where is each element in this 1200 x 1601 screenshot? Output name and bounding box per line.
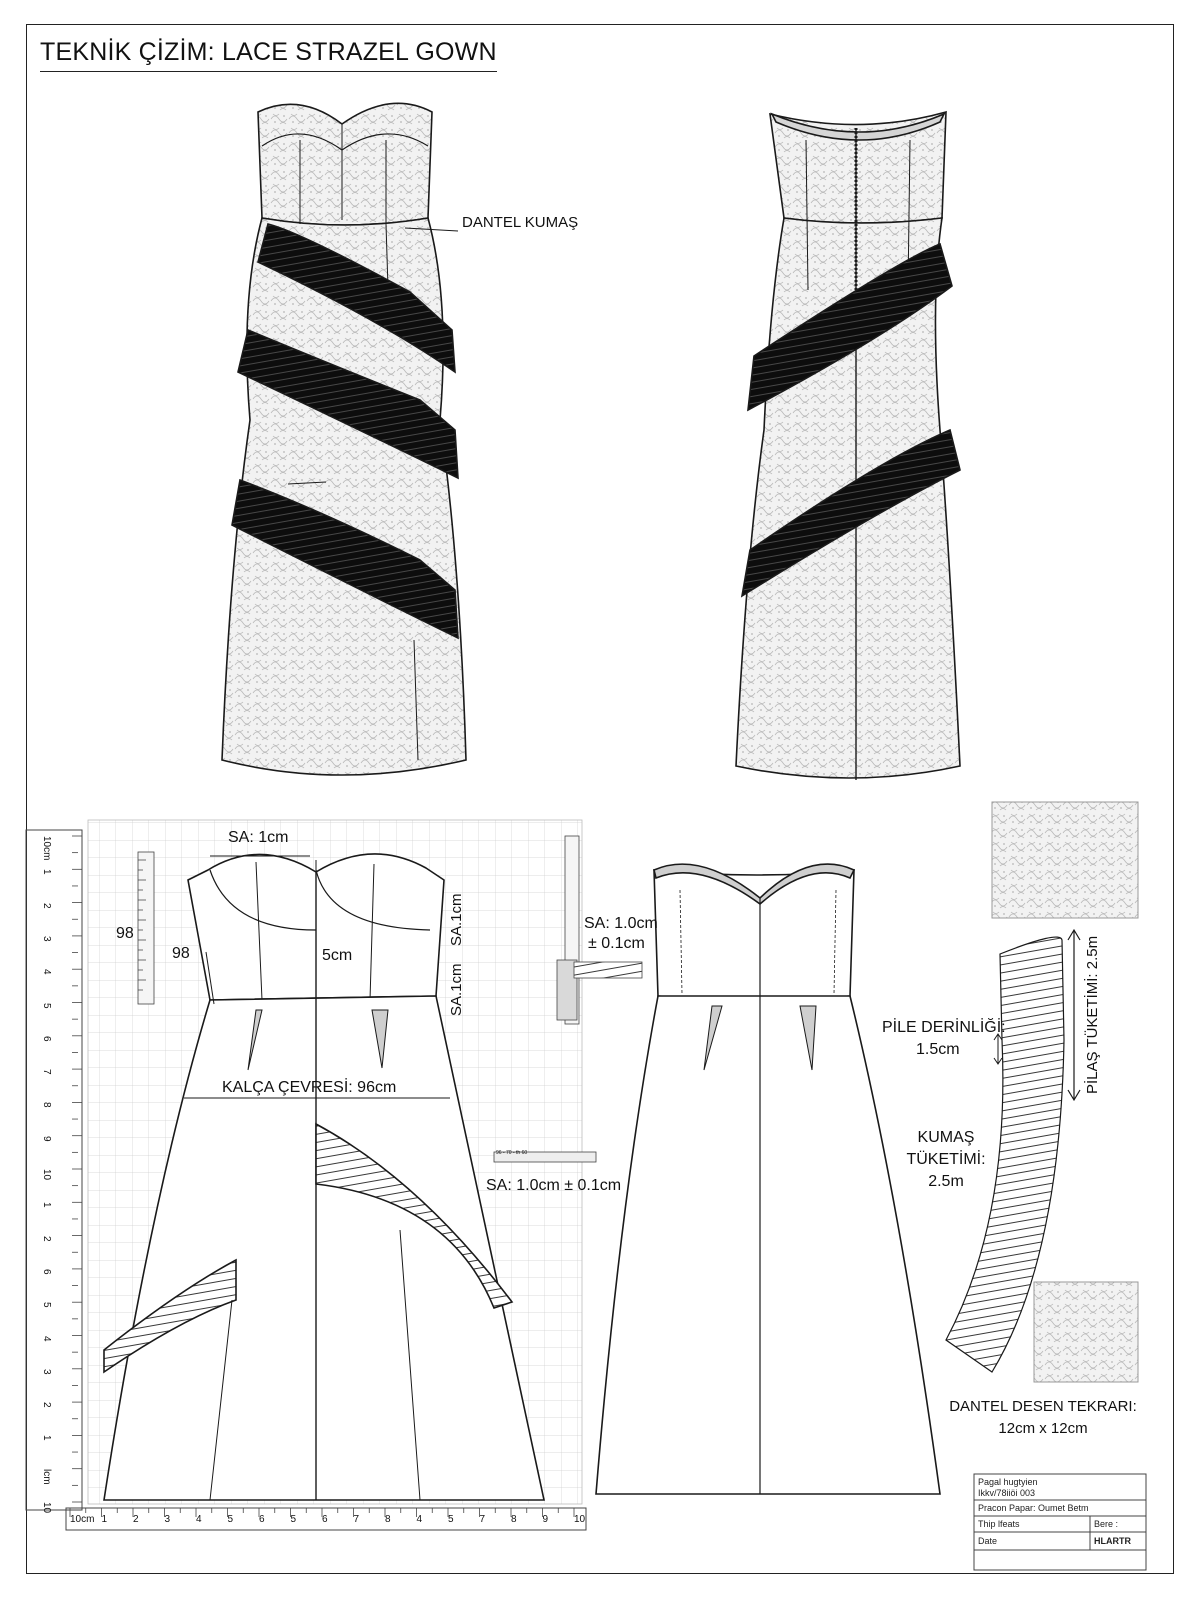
- center-dimension-label: 5cm: [322, 947, 353, 964]
- left-ruler-label: 4: [41, 1335, 52, 1342]
- pleat-depth-line2: 1.5cm: [916, 1041, 960, 1058]
- bottom-ruler-label: 5: [227, 1514, 234, 1525]
- left-ruler-label: 2: [41, 1402, 52, 1408]
- seam-allowance-top-label: SA: 1cm: [228, 829, 289, 846]
- seam-allowance-vertical-left: SA.1cm: [448, 963, 465, 1016]
- bottom-ruler-label: 2: [133, 1514, 139, 1525]
- left-ruler-label: lcm: [41, 1468, 52, 1485]
- bottom-ruler-label: 4: [196, 1514, 202, 1525]
- left-ruler-label: 1: [41, 1202, 52, 1208]
- title-block: [973, 1473, 1147, 1571]
- title-block-row3b: Bere :: [1094, 1519, 1119, 1529]
- bottom-ruler-label: 6: [322, 1514, 328, 1525]
- left-ruler-label: 2: [41, 902, 52, 909]
- bottom-ruler-label: 8: [385, 1514, 391, 1525]
- bottom-ruler-label: 7: [353, 1514, 360, 1525]
- bottom-ruler-label: 7: [479, 1514, 486, 1525]
- title-block-row2: Pracon Papar: Oumet Betm: [978, 1503, 1089, 1513]
- lace-swatch-bottom: [1033, 1281, 1139, 1383]
- left-ruler-label: 8: [41, 1102, 52, 1108]
- left-ruler-label: 6: [41, 1268, 52, 1275]
- side-dimension-label: 98: [172, 945, 190, 962]
- bottom-ruler-label: 1: [101, 1514, 108, 1525]
- pleat-depth-line1: PİLE DERİNLİĞİ:: [882, 1019, 1006, 1036]
- page-title: TEKNİK ÇİZİM: LACE STRAZEL GOWN: [40, 38, 497, 72]
- seam-allowance-vertical-right: SA.1cm: [448, 893, 465, 946]
- bottom-ruler-ticks: [69, 1508, 575, 1517]
- pleat-consumption-label: PİLAŞ TÜKETİMİ: 2.5m: [1084, 935, 1101, 1094]
- bottom-ruler-label: 3: [164, 1514, 171, 1525]
- left-ruler-ticks: [72, 835, 82, 1503]
- left-ruler-label: 5: [41, 1302, 52, 1308]
- drawing-frame: [26, 24, 1174, 1574]
- left-ruler-label: 10: [41, 1502, 52, 1514]
- front-view-gown: [221, 102, 467, 776]
- lace-repeat-line2: 12cm x 12cm: [998, 1420, 1088, 1437]
- back-view-gown: [735, 110, 961, 780]
- mini-ruler: [493, 1151, 597, 1163]
- bottom-ruler-label: 9: [542, 1514, 549, 1525]
- title-block-row3a: Thip lfeats: [978, 1519, 1020, 1529]
- fabric-consumption-line1: KUMAŞ: [917, 1129, 975, 1146]
- left-ruler-label: 1: [41, 1435, 52, 1441]
- lace-swatch-top: [991, 801, 1139, 919]
- left-ruler-label: 10: [41, 1169, 52, 1181]
- title-block-row4a: Date: [978, 1536, 998, 1546]
- left-ruler-label: 1: [41, 869, 52, 875]
- small-ruler: [137, 851, 155, 1005]
- pleat-strip: [945, 936, 1065, 1373]
- lace-fabric-label: DANTEL KUMAŞ: [462, 214, 579, 231]
- left-ruler-label: 7: [41, 1069, 52, 1075]
- bottom-ruler-label: 10cm: [70, 1514, 95, 1525]
- seam-allowance-mid-line2: ± 0.1cm: [588, 935, 645, 952]
- left-ruler-label: 10cm: [41, 836, 52, 861]
- fabric-consumption-line2: TÜKETİMİ:: [906, 1151, 986, 1168]
- left-ruler-label: 5: [41, 1002, 52, 1009]
- ruler-dimension-label: 98: [116, 925, 134, 942]
- seam-allowance-bottom-label: SA: 1.0cm ± 0.1cm: [486, 1177, 622, 1194]
- bottom-ruler-label: 5: [448, 1514, 454, 1525]
- title-block-row1a: Pagal hugtyien: [978, 1477, 1038, 1487]
- bottom-ruler-label: 5: [290, 1514, 297, 1525]
- fabric-consumption-line3: 2.5m: [928, 1173, 964, 1190]
- right-small-ruler: [556, 835, 643, 1025]
- left-ruler-label: 4: [41, 969, 52, 975]
- bottom-ruler-label: 8: [511, 1514, 517, 1525]
- lace-repeat-line1: DANTEL DESEN TEKRARI:: [949, 1398, 1137, 1415]
- bottom-ruler-label: 4: [416, 1514, 423, 1525]
- left-ruler-label: 9: [41, 1135, 52, 1142]
- title-block-row4b: HLARTR: [1094, 1536, 1131, 1546]
- flat-pattern-front: [103, 853, 545, 1501]
- left-ruler-label: 3: [41, 935, 52, 942]
- bottom-ruler-label: 6: [259, 1514, 265, 1525]
- flat-back-view: [595, 863, 941, 1495]
- bottom-ruler-label: 10: [574, 1514, 586, 1525]
- seam-allowance-mid-line1: SA: 1.0cm: [584, 915, 658, 932]
- mini-ruler-text: 96 - 70 - th 60: [496, 1150, 528, 1156]
- title-block-row1b: Ikkv/78iiöi 003: [978, 1488, 1036, 1498]
- left-ruler-label: 3: [41, 1368, 52, 1375]
- left-ruler-label: 6: [41, 1035, 52, 1042]
- lace-callout-leader: [404, 227, 459, 232]
- left-ruler-label: 2: [41, 1235, 52, 1242]
- hip-circumference-label: KALÇA ÇEVRESİ: 96cm: [222, 1079, 397, 1096]
